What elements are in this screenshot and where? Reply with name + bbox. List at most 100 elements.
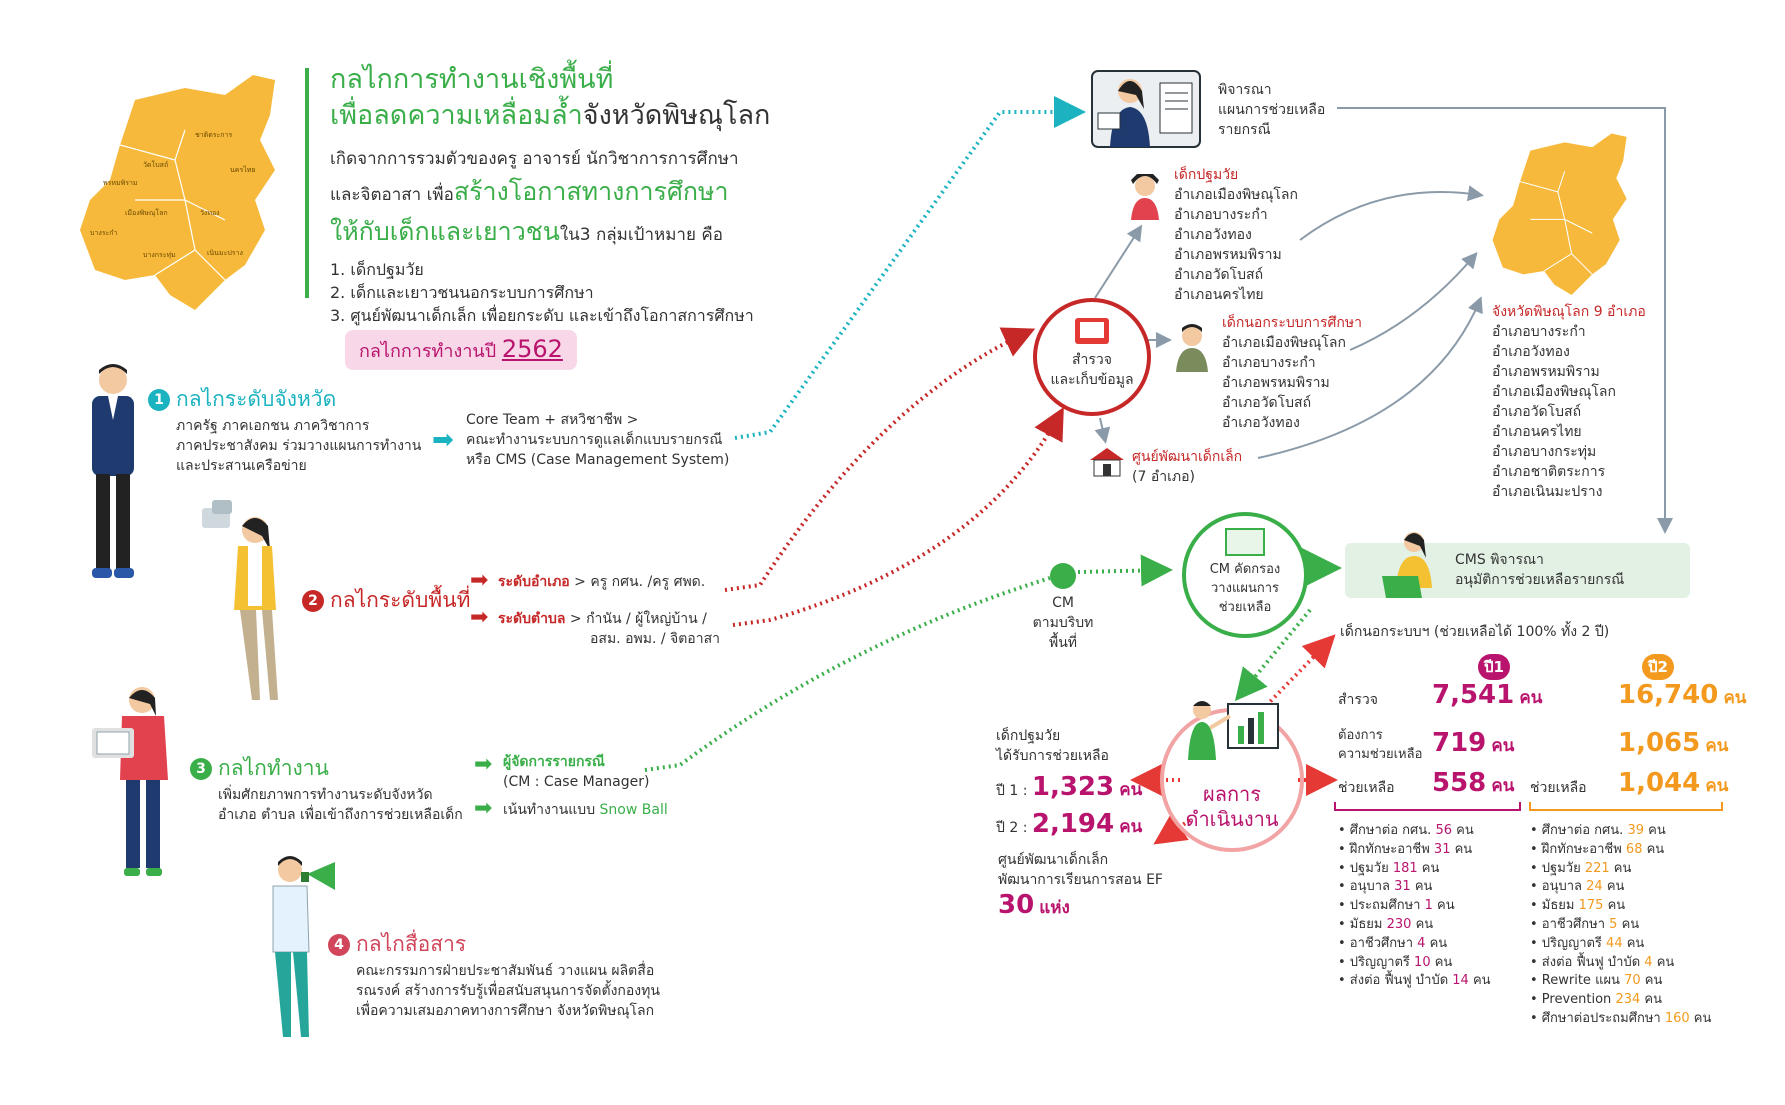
- breakdown-item: • ศึกษาต่อ กศน. 56 คน: [1338, 822, 1491, 841]
- breakdown-value: 4: [1417, 935, 1426, 951]
- desc-line: รณรงค์ สร้างการรับรู้เพื่อสนับสนุนการจัด…: [356, 983, 660, 999]
- breakdown-unit: คน: [1468, 973, 1491, 989]
- breakdown-label: • Rewrite แผน: [1530, 973, 1625, 989]
- breakdown-value: 56: [1435, 823, 1452, 838]
- breakdown-item: • ศึกษาต่อประถมศึกษา 160 คน: [1530, 1010, 1711, 1029]
- breakdown-value: 68: [1625, 841, 1643, 857]
- arrow-right-icon: ➡: [474, 752, 493, 777]
- breakdown-value: 44: [1606, 935, 1623, 951]
- desc-line: เพื่อความเสมอภาคทางการศึกษา จังหวัดพิษณุ…: [356, 1003, 655, 1019]
- breakdown-unit: คน: [1417, 860, 1440, 876]
- mechanism-3-row1: ผู้จัดการรายกรณี (CM : Case Manager): [503, 752, 649, 792]
- survey-monitor-icon: [1075, 318, 1109, 344]
- target-list: 1. เด็กปฐมวัย 2. เด็กและเยาวชนนอกระบบการ…: [330, 258, 770, 327]
- arrow-early-to-province: [1299, 185, 1484, 241]
- need-label-1: ต้องการ: [1338, 728, 1383, 743]
- arrow-survey-to-early: [1094, 224, 1143, 299]
- cm-screen-line: ช่วยเหลือ: [1218, 600, 1272, 615]
- breakdown-label: • ปฐมวัย: [1530, 860, 1585, 876]
- year2-breakdown: • ศึกษาต่อ กศน. 39 คน• ฝึกทักษะอาชีพ 68 …: [1530, 822, 1711, 1029]
- header-desc-1: เกิดจากการรวมตัวของครู อาจารย์ นักวิชากา…: [330, 149, 739, 169]
- desc-line: ภาคประชาสังคม ร่วมวางแผนการทำงาน: [176, 438, 422, 454]
- early-childhood-list: เด็กปฐมวัย อำเภอเมืองพิษณุโลก อำเภอบางระ…: [1174, 165, 1298, 305]
- breakdown-label: • ศึกษาต่อประถมศึกษา: [1530, 1010, 1665, 1026]
- target-item: 2. เด็กและเยาวชนนอกระบบการศึกษา: [330, 283, 594, 302]
- bracket-year1: [1334, 802, 1521, 811]
- district-item: อำเภอวังทอง: [1174, 227, 1252, 243]
- breakdown-value: 31: [1394, 879, 1411, 895]
- early-childhood-result: เด็กปฐมวัย ได้รับการช่วยเหลือ ปี 1 : 1,3…: [996, 726, 1142, 840]
- district-item: อำเภอวัดโบสถ์: [1222, 395, 1312, 411]
- child-center-result: ศูนย์พัฒนาเด็กเล็ก พัฒนาการเรียนการสอน E…: [998, 850, 1163, 921]
- breakdown-value: 39: [1627, 823, 1644, 838]
- district-item: อำเภอวังทอง: [1222, 415, 1300, 431]
- breakdown-unit: คน: [1602, 879, 1625, 895]
- y2-need: 1,065 คน: [1618, 728, 1728, 759]
- breakdown-label: • อนุบาล: [1338, 879, 1395, 895]
- breakdown-item: • ปริญญาตรี 44 คน: [1530, 935, 1711, 954]
- row-help-label-y2: ช่วยเหลือ: [1530, 780, 1587, 796]
- map-label: นครไทย: [230, 166, 256, 174]
- tambon-level-text-2: อสม. อพม. / จิตอาสา: [590, 631, 720, 647]
- desc-highlight: สร้างโอกาสทางการศึกษา: [453, 177, 729, 206]
- breakdown-item: • ประถมศึกษา 1 คน: [1338, 897, 1491, 916]
- result-line: Core Team + สหวิชาชีพ >: [466, 412, 639, 428]
- breakdown-value: 221: [1584, 860, 1610, 876]
- district-level-text: > ครู กศน. /ครู ศพด.: [569, 574, 706, 590]
- breakdown-label: • ส่งต่อ ฟื้นฟู บำบัด: [1530, 954, 1645, 970]
- unit: คน: [1723, 688, 1747, 708]
- map-label: บางระกำ: [90, 229, 118, 237]
- district-item: อำเภอเมืองพิษณุโลก: [1222, 335, 1346, 351]
- district-level-label: ระดับอำเภอ: [498, 574, 570, 590]
- breakdown-unit: คน: [1642, 841, 1665, 857]
- plan-line: แผนการช่วยเหลือ: [1218, 102, 1326, 118]
- snowball-text: เน้นทำงานแบบ: [503, 802, 600, 818]
- map-label: เมืองพิษณุโลก: [125, 209, 168, 217]
- district-item: อำเภอพรหมพิราม: [1174, 247, 1282, 263]
- y1-survey-value: 7,541: [1432, 680, 1515, 710]
- desc-part: และจิตอาสา เพื่อ: [330, 185, 454, 205]
- breakdown-unit: คน: [1452, 823, 1474, 838]
- breakdown-value: 181: [1392, 860, 1418, 876]
- desc-line: และประสานเครือข่าย: [176, 458, 307, 474]
- breakdown-unit: คน: [1640, 973, 1663, 989]
- district-item: อำเภอบางระกำ: [1492, 324, 1586, 340]
- mechanism-4-number: 4: [328, 934, 350, 956]
- header-desc-2: และจิตอาสา เพื่อสร้างโอกาสทางการศึกษา: [330, 172, 770, 212]
- map-label: พรหมพิราม: [103, 179, 138, 187]
- year-badge-year: 2562: [501, 335, 563, 363]
- map-label: เนินมะปราง: [207, 249, 243, 257]
- unit: คน: [1491, 736, 1515, 756]
- breakdown-label: • ปริญญาตรี: [1338, 954, 1415, 970]
- early-year2-value: 2,194: [1031, 809, 1115, 839]
- province-title: จังหวัดพิษณุโลก 9 อำเภอ: [1492, 304, 1646, 320]
- unit: คน: [1119, 780, 1143, 800]
- desc-line: เพิ่มศักยภาพการทำงานระดับจังหวัด: [218, 787, 433, 803]
- breakdown-label: • อาชีวศึกษา: [1530, 916, 1610, 932]
- cms-person-laptop-icon: [1382, 532, 1432, 598]
- mechanism-3-row2: เน้นทำงานแบบ Snow Ball: [503, 800, 668, 820]
- breakdown-label: • อาชีวศึกษา: [1338, 935, 1418, 951]
- arrow-outsys-to-province: [1349, 251, 1478, 351]
- breakdown-unit: คน: [1432, 898, 1455, 914]
- person-yellow-illustration: [202, 500, 278, 700]
- cm-screening-circle: CM คัดกรอง วางแผนการ ช่วยเหลือ: [1182, 512, 1308, 638]
- desc-part: ใน3 กลุ่มเป้าหมาย คือ: [559, 225, 723, 245]
- results-line1: ผลการ: [1202, 782, 1262, 806]
- bracket-year2: [1529, 802, 1723, 811]
- district-item: อำเภอบางระกำ: [1222, 355, 1316, 371]
- breakdown-label: • ส่งต่อ ฟื้นฟู บำบัด: [1338, 973, 1453, 989]
- y2-survey-value: 16,740: [1618, 680, 1719, 710]
- breakdown-item: • ปฐมวัย 221 คน: [1530, 860, 1711, 879]
- mechanism-1-number: 1: [148, 389, 170, 411]
- breakdown-unit: คน: [1644, 823, 1666, 838]
- target-item: 1. เด็กปฐมวัย: [330, 260, 424, 279]
- unit: คน: [1491, 776, 1515, 796]
- page-title-line2: เพื่อลดความเหลื่อมล้ำจังหวัดพิษณุโลก: [330, 98, 770, 134]
- breakdown-unit: คน: [1603, 898, 1626, 914]
- arrow-cmnode-to-screen: [1077, 554, 1173, 587]
- cms-text: CMS พิจารณา อนุมัติการช่วยเหลือรายกรณี: [1455, 550, 1624, 590]
- arrow-results-to-cms: [1260, 634, 1336, 712]
